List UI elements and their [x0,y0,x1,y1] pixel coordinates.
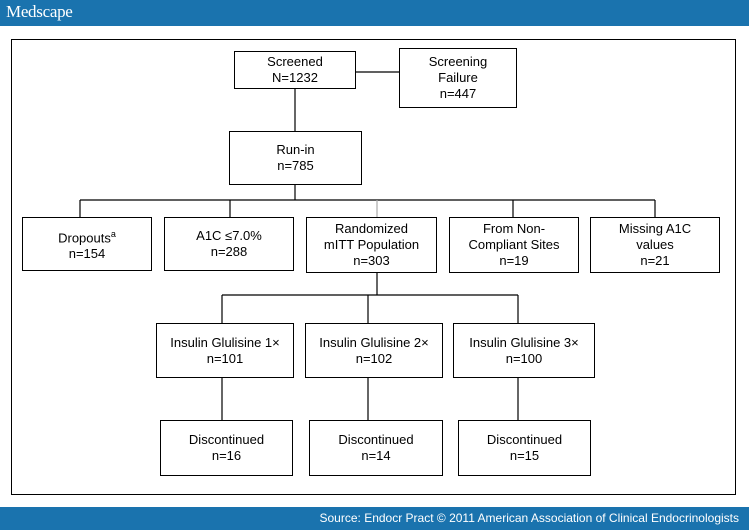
source-credit: Source: Endocr Pract © 2011 American Ass… [319,511,740,525]
box-arm-2x: Insulin Glulisine 2× n=102 [305,323,443,378]
diagram-frame [11,39,736,495]
box-missing-a1c: Missing A1C values n=21 [590,217,720,273]
box-discontinued-1x: Discontinued n=16 [160,420,293,476]
box-arm-3x: Insulin Glulisine 3× n=100 [453,323,595,378]
header-bar: Medscape [0,0,749,26]
box-screening-failure: Screening Failure n=447 [399,48,517,108]
footer-bar: Source: Endocr Pract © 2011 American Ass… [0,507,749,530]
box-screened: Screened N=1232 [234,51,356,89]
box-dropouts: Dropoutsa n=154 [22,217,152,271]
box-run-in: Run-in n=785 [229,131,362,185]
medscape-logo: Medscape [6,2,73,21]
box-discontinued-2x: Discontinued n=14 [309,420,443,476]
box-a1c: A1C ≤7.0% n=288 [164,217,294,271]
box-discontinued-3x: Discontinued n=15 [458,420,591,476]
box-arm-1x: Insulin Glulisine 1× n=101 [156,323,294,378]
box-noncompliant: From Non- Compliant Sites n=19 [449,217,579,273]
box-randomized: Randomized mITT Population n=303 [306,217,437,273]
